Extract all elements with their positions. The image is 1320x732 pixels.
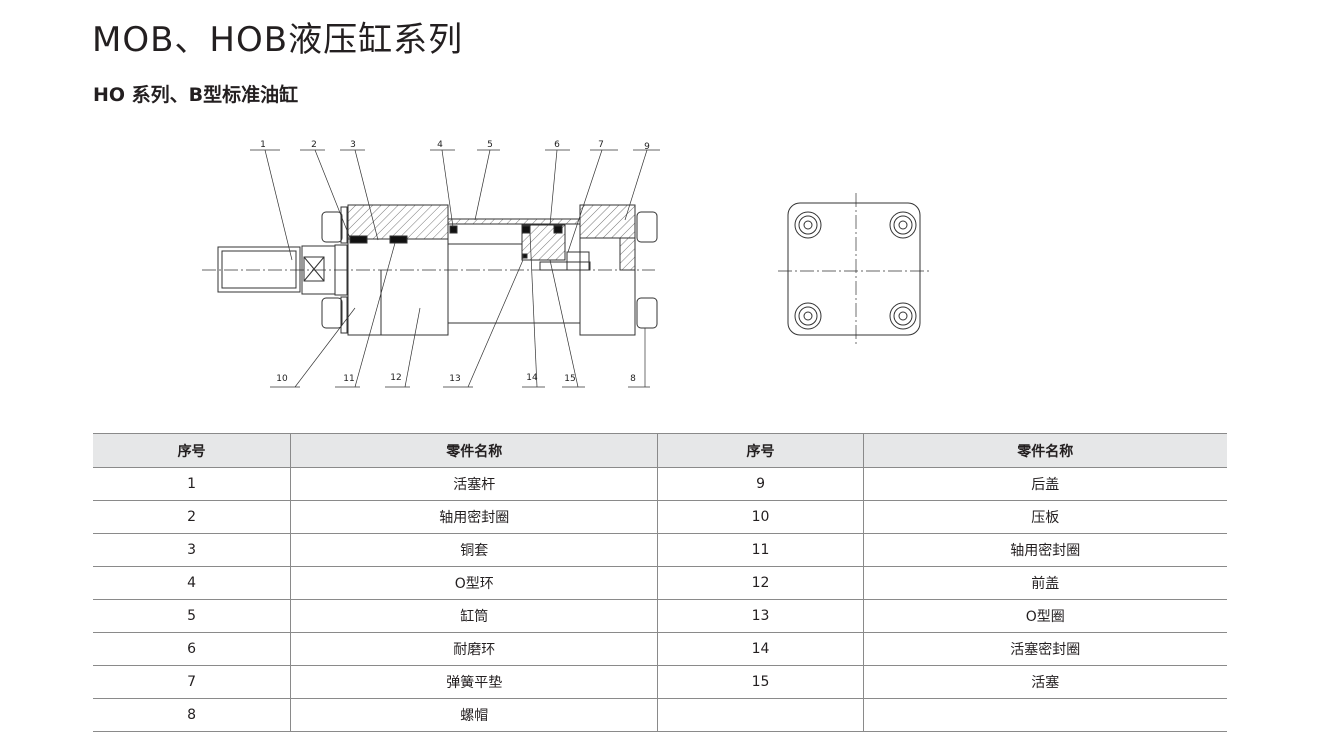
part-name-cell: 铜套 [290, 533, 658, 567]
part-name-cell: 活塞密封圈 [862, 632, 1227, 666]
part-number-cell: 10 [657, 500, 864, 534]
part-name-cell: 螺帽 [290, 698, 658, 732]
page-title: MOB、HOB液压缸系列 [92, 20, 464, 60]
header-no-1: 序号 [93, 433, 291, 468]
barrel [447, 218, 581, 225]
part-number-cell: 9 [657, 467, 864, 501]
part-name-cell: O型圈 [862, 599, 1227, 633]
part-name-cell: 前盖 [862, 566, 1227, 600]
callout-1: 1 [260, 140, 266, 150]
part-name-cell: 后盖 [862, 467, 1227, 501]
part-name-cell: O型环 [290, 566, 658, 600]
cylinder-end-view [778, 193, 932, 347]
part-number-cell: 1 [93, 467, 291, 501]
part-number-cell: 14 [657, 632, 864, 666]
callout-14: 14 [526, 373, 538, 383]
part-number-cell: 15 [657, 665, 864, 699]
callout-9: 9 [644, 142, 650, 152]
piston-rod [217, 246, 301, 293]
callout-8: 8 [630, 374, 636, 384]
callout-11: 11 [343, 374, 354, 384]
part-number-cell: 11 [657, 533, 864, 567]
part-name-cell: 弹簧平垫 [290, 665, 658, 699]
callout-7: 7 [598, 140, 604, 150]
part-name-cell: 压板 [862, 500, 1227, 534]
part-number-cell: 5 [93, 599, 291, 633]
cylinder-section-drawing: 1 2 3 4 5 6 7 9 10 11 12 13 14 15 8 [202, 140, 660, 388]
header-part-name-2: 零件名称 [862, 433, 1227, 468]
callout-13: 13 [449, 374, 460, 384]
part-number-cell: 7 [93, 665, 291, 699]
part-name-cell [862, 698, 1227, 732]
part-name-cell: 活塞 [862, 665, 1227, 699]
part-number-cell: 2 [93, 500, 291, 534]
part-name-cell: 轴用密封圈 [290, 500, 658, 534]
part-number-cell [657, 698, 864, 732]
part-name-cell: 缸筒 [290, 599, 658, 633]
callout-15: 15 [564, 374, 575, 384]
section-subtitle: HO 系列、B型标准油缸 [93, 84, 299, 106]
part-number-cell: 8 [93, 698, 291, 732]
header-part-name-1: 零件名称 [290, 433, 658, 468]
header-no-2: 序号 [657, 433, 864, 468]
part-number-cell: 3 [93, 533, 291, 567]
callout-12: 12 [390, 373, 401, 383]
part-number-cell: 12 [657, 566, 864, 600]
part-name-cell: 活塞杆 [290, 467, 658, 501]
part-name-cell: 耐磨环 [290, 632, 658, 666]
callout-2: 2 [311, 140, 317, 150]
part-name-cell: 轴用密封圈 [862, 533, 1227, 567]
callout-4: 4 [437, 140, 443, 150]
callout-5: 5 [487, 140, 493, 150]
part-number-cell: 6 [93, 632, 291, 666]
callout-6: 6 [554, 140, 560, 150]
callout-10: 10 [276, 374, 288, 384]
table-header-row: 序号 零件名称 序号 零件名称 [93, 433, 1227, 468]
part-number-cell: 13 [657, 599, 864, 633]
part-number-cell: 4 [93, 566, 291, 600]
callout-3: 3 [350, 140, 356, 150]
